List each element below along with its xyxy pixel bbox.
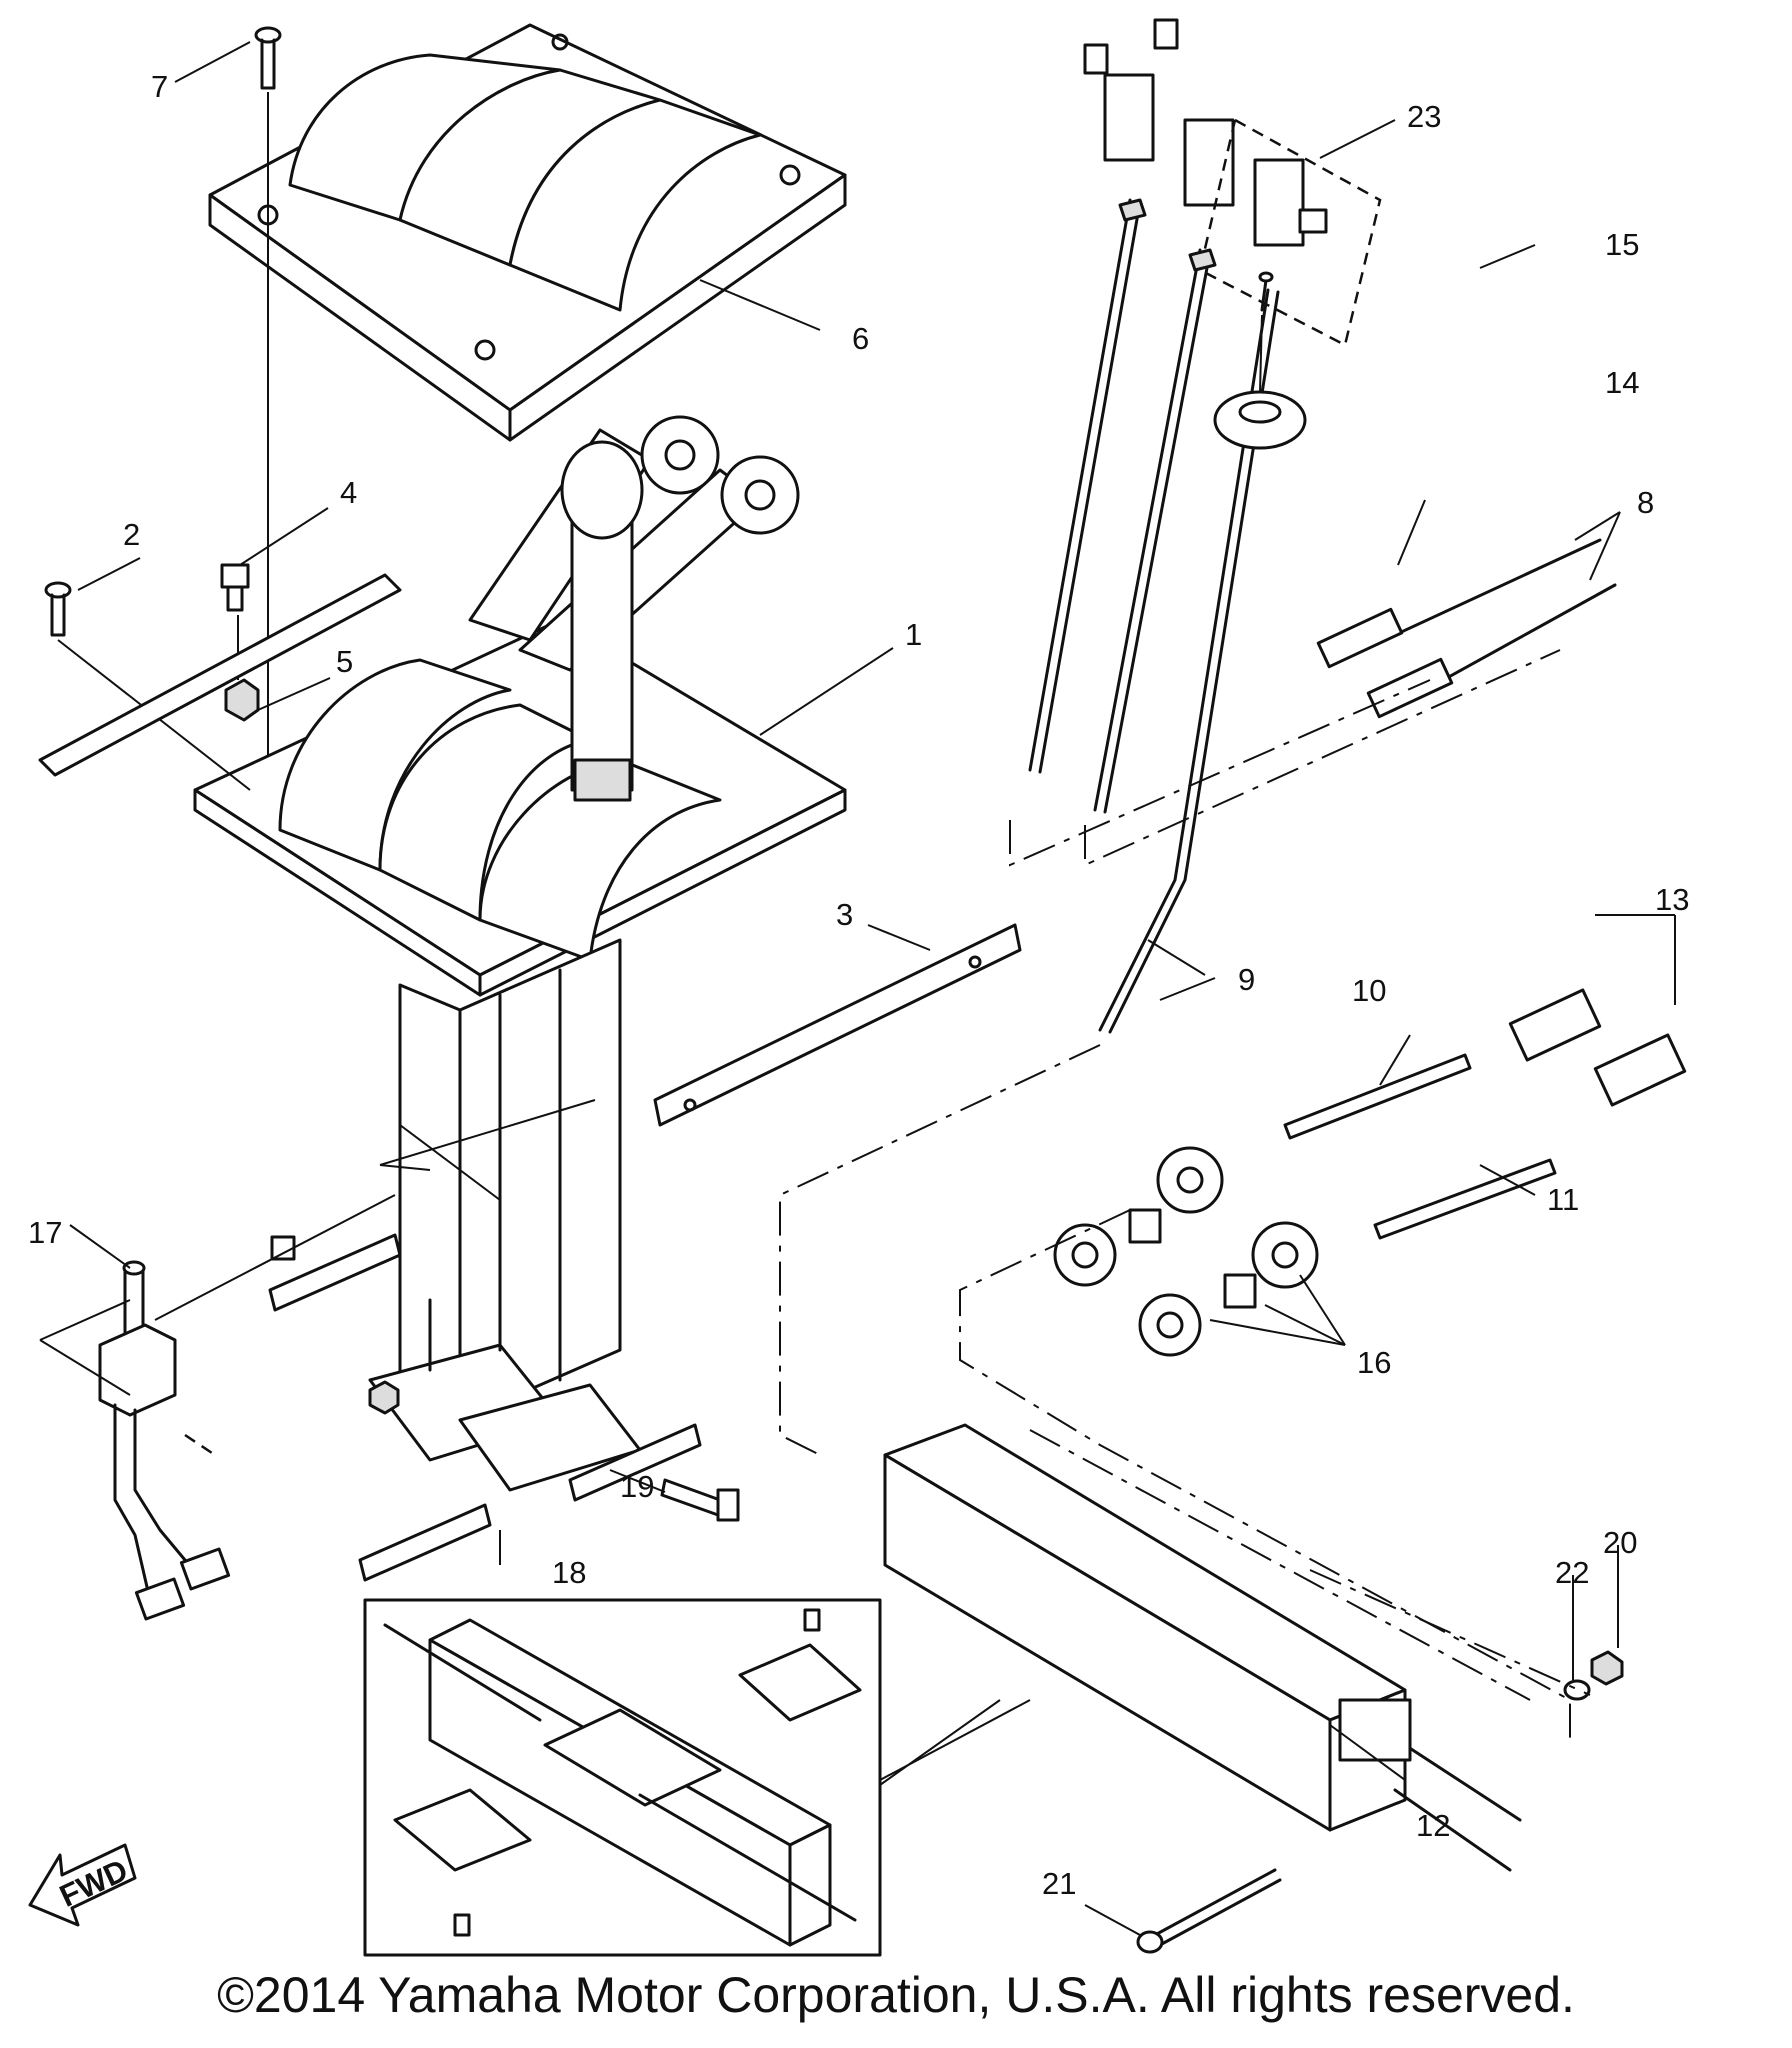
callout-21: 21 xyxy=(1042,1866,1076,1901)
part-rod-10 xyxy=(1283,1053,1472,1140)
part-nut-20 xyxy=(1590,1650,1624,1686)
plate-a xyxy=(268,1233,402,1312)
part-cable-ends-8 xyxy=(1316,538,1617,719)
part-actuator-12 xyxy=(883,1423,1522,1872)
callout-15: 15 xyxy=(1605,227,1639,262)
plate-c xyxy=(358,1503,492,1582)
plate-b xyxy=(568,1423,702,1502)
callout-1: 1 xyxy=(905,617,922,652)
callout-4: 4 xyxy=(340,475,357,510)
part-plate-3 xyxy=(653,923,1022,1127)
callout-3: 3 xyxy=(836,897,853,932)
callout-labels: 1 2 3 4 5 6 7 8 9 10 11 12 13 14 15 16 1… xyxy=(28,69,1689,1901)
part-switch-17 xyxy=(98,1260,231,1621)
part-clips-23 xyxy=(1083,18,1382,347)
callout-6: 6 xyxy=(852,321,869,356)
callout-9: 9 xyxy=(1238,962,1255,997)
copyright-notice: ©2014 Yamaha Motor Corporation, U.S.A. A… xyxy=(217,1967,1575,2023)
callout-23: 23 xyxy=(1407,99,1441,134)
leader-lines xyxy=(69,41,1676,1936)
callout-8: 8 xyxy=(1637,485,1654,520)
callout-12: 12 xyxy=(1416,1808,1450,1843)
part-screw-2 xyxy=(44,581,251,791)
callout-7: 7 xyxy=(151,69,168,104)
callout-2: 2 xyxy=(123,517,140,552)
fwd-arrow-icon: FWD xyxy=(28,1843,137,1927)
part-screw-15 xyxy=(1258,271,1274,393)
part-bolt-21 xyxy=(1136,1868,1282,1954)
assembly-lines xyxy=(39,649,1591,1786)
callout-19: 19 xyxy=(620,1469,654,1504)
part-fittings-16 xyxy=(1053,1146,1319,1357)
callout-10: 10 xyxy=(1352,973,1386,1008)
part-cover-6 xyxy=(208,23,847,442)
plate-left xyxy=(38,573,402,777)
callout-11: 11 xyxy=(1547,1182,1579,1217)
nut-left xyxy=(368,1380,400,1415)
part-connectors-13 xyxy=(1508,988,1687,1107)
part-control-unit-1 xyxy=(193,415,847,1492)
part-rod-11 xyxy=(1373,1158,1557,1240)
callout-22: 22 xyxy=(1555,1555,1589,1590)
part-bolt-19 xyxy=(660,1478,740,1522)
bolt-left xyxy=(270,1235,296,1261)
callout-5: 5 xyxy=(336,644,353,679)
callout-17: 17 xyxy=(28,1215,62,1250)
inset-box-18 xyxy=(363,1598,882,1957)
callout-18: 18 xyxy=(552,1555,586,1590)
part-cables-9 xyxy=(1028,198,1280,1034)
callout-14: 14 xyxy=(1605,365,1639,400)
part-grommet-14 xyxy=(1213,390,1307,450)
callout-13: 13 xyxy=(1655,882,1689,917)
callout-16: 16 xyxy=(1357,1345,1391,1380)
callout-20: 20 xyxy=(1603,1525,1637,1560)
part-bolt-4 xyxy=(220,563,250,612)
part-washer-22 xyxy=(1563,1679,1591,1701)
